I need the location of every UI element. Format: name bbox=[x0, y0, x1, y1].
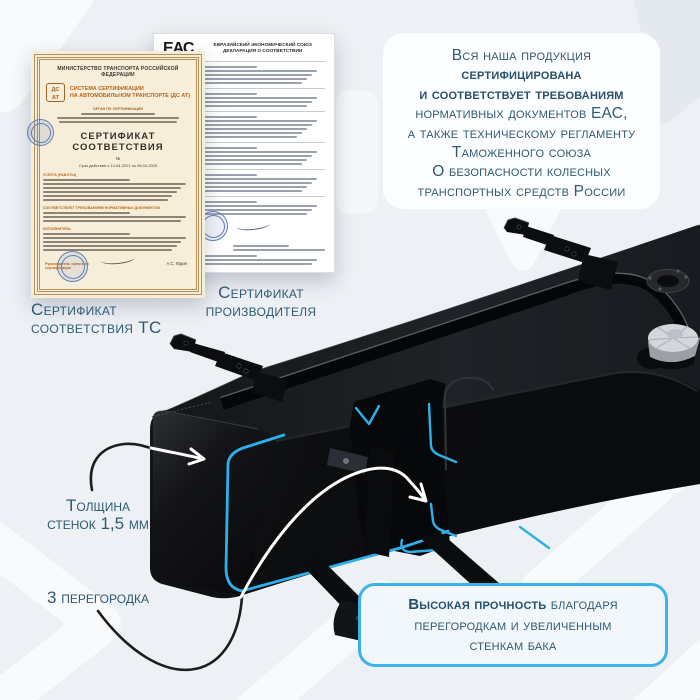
cert-ts-validity: Срок действия с 14.04.2021 по 09.04.2025 bbox=[78, 163, 158, 168]
cert-ts-section: СООТВЕТСТВУЕТ ТРЕБОВАНИЯМ НОРМАТИВНЫХ ДО… bbox=[43, 206, 160, 210]
callout-arrows bbox=[89, 442, 428, 672]
wall-outline bbox=[224, 433, 450, 593]
info-line: Таможенного союза bbox=[451, 144, 592, 162]
info-line: транспортных средств России bbox=[417, 182, 626, 200]
cert-man-text bbox=[163, 116, 325, 138]
certificate-ts: МИНИСТЕРСТВО ТРАНСПОРТА РОССИЙСКОЙ ФЕДЕР… bbox=[27, 51, 205, 298]
cert-ts-ministry: МИНИСТЕРСТВО ТРАНСПОРТА РОССИЙСКОЙ ФЕДЕР… bbox=[57, 66, 179, 78]
stamp-blue bbox=[27, 119, 54, 146]
info-line: а также техническому регламенту bbox=[407, 124, 636, 142]
sender-flange bbox=[646, 269, 690, 293]
cert-man-header2: ДЕКЛАРАЦИЯ О СООТВЕТСТВИИ bbox=[223, 49, 303, 55]
cert-ts-text bbox=[43, 233, 193, 251]
cert-man-text bbox=[233, 245, 330, 251]
info-line: Вся наша продукция bbox=[451, 47, 592, 64]
cert-ts-number: № bbox=[115, 156, 121, 161]
cert-ts-title: СЕРТИФИКАТ СООТВЕТСТВИЯ bbox=[72, 131, 164, 153]
cert-man-text bbox=[163, 66, 325, 84]
cert-man-text bbox=[163, 147, 325, 165]
cert-ts-system1: СИСТЕМА СЕРТИФИКАЦИИ bbox=[69, 85, 144, 92]
info-card: Вся наша продукция сертифицирована и соо… bbox=[383, 33, 660, 209]
cert-ts-text bbox=[54, 113, 183, 123]
cert-ts-text bbox=[43, 179, 193, 201]
mounting-bracket-right bbox=[503, 217, 618, 290]
cert-ts-text bbox=[43, 212, 193, 222]
cert-man-text bbox=[163, 201, 325, 215]
cert-ts-signer-name: А.С. Юдин bbox=[166, 261, 187, 266]
stamp-blue-large bbox=[57, 251, 88, 282]
label-baffles: 3 перегородка bbox=[47, 588, 149, 607]
strength-line3: стенкам бака bbox=[469, 637, 557, 654]
cert-ts-system2: НА АВТОМОБИЛЬНОМ ТРАНСПОРТЕ (ДС АТ) bbox=[69, 92, 191, 99]
cert-ts-section: УСЛУГА (РАБОТЫ) bbox=[43, 173, 77, 177]
cert-man-text bbox=[163, 255, 325, 265]
mounting-rail bbox=[216, 273, 691, 411]
strength-bold: Высокая прочность bbox=[408, 596, 547, 613]
info-line: О безопасности колесных bbox=[432, 163, 611, 181]
filler-cap bbox=[637, 324, 700, 370]
cert-man-header1: ЕВРАЗИЙСКИЙ ЭКОНОМИЧЕСКИЙ СОЮЗ bbox=[213, 43, 312, 48]
cert-man-text bbox=[163, 174, 325, 192]
cert-ts-org: ОРГАН ПО СЕРТИФИКАЦИИ bbox=[93, 107, 143, 111]
strength-rest: благодаря bbox=[546, 596, 618, 613]
info-line: нормативных документов ЕАС, bbox=[415, 105, 628, 123]
mounting-bracket-left bbox=[169, 333, 288, 402]
strength-line2: перегородкам и увеличенным bbox=[414, 616, 612, 634]
baffle-outline bbox=[354, 402, 551, 554]
tank-end-face bbox=[152, 410, 273, 594]
info-line: и соответствует требованиям bbox=[419, 85, 624, 103]
info-line: сертифицирована bbox=[461, 66, 582, 84]
cert-man-text bbox=[163, 93, 325, 107]
strength-box: Высокая прочность благодаря перегородкам… bbox=[358, 583, 668, 667]
cert-ts-section: ИСПОЛНИТЕЛЬ bbox=[43, 227, 71, 231]
